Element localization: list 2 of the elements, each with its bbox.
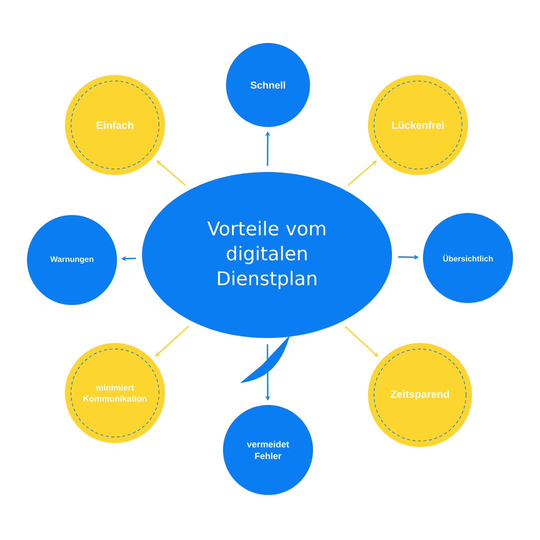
arrow (156, 160, 186, 186)
speech-bubble: Vorteile vom digitalen Dienstplan (142, 172, 392, 383)
